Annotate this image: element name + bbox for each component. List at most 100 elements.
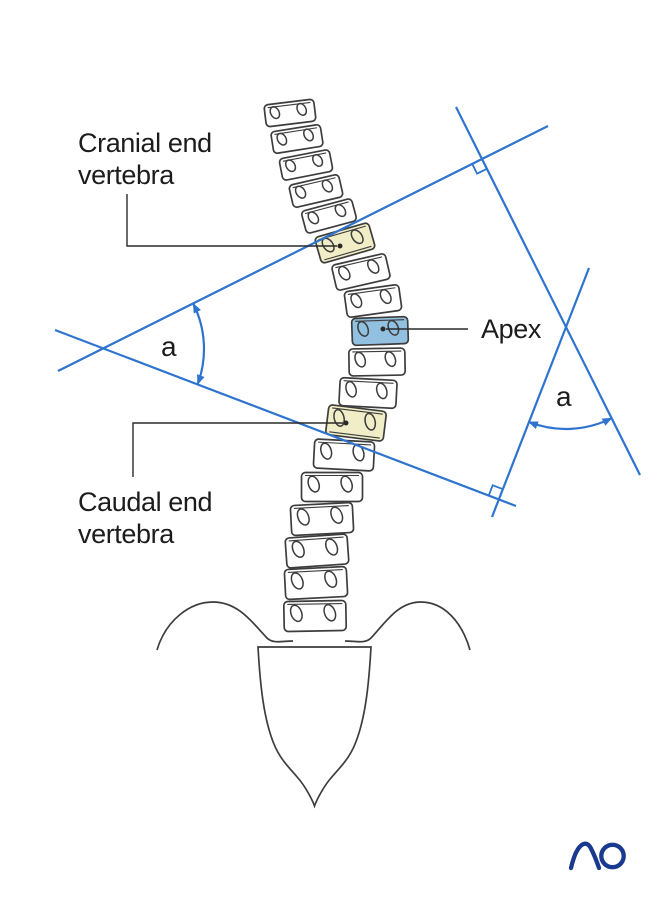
pedicle-oval bbox=[357, 320, 370, 337]
pedicle-oval bbox=[324, 570, 338, 588]
cranial-leader-dot bbox=[337, 243, 343, 249]
pedicle-oval bbox=[269, 106, 281, 120]
perpendicular-line-upper bbox=[455, 106, 641, 476]
pedicle-oval bbox=[334, 203, 347, 218]
caudal-endplate-line bbox=[54, 328, 517, 508]
pedicle-oval bbox=[324, 538, 339, 556]
pedicle-oval bbox=[294, 185, 307, 199]
vertebra bbox=[289, 501, 355, 537]
pedicle-oval bbox=[307, 475, 321, 493]
pedicle-oval bbox=[296, 508, 310, 526]
angle-arc-left bbox=[192, 302, 206, 385]
endplate-line bbox=[329, 431, 380, 439]
pedicle-oval bbox=[291, 540, 305, 559]
vertebra bbox=[263, 98, 317, 128]
cranial-leader-line bbox=[126, 194, 337, 247]
vertebral-body bbox=[270, 123, 324, 155]
vertebra bbox=[338, 376, 398, 410]
ao-logo-letter-o bbox=[599, 842, 626, 870]
pedicle-oval bbox=[350, 293, 363, 309]
endplate-line bbox=[293, 505, 349, 510]
pelvis-outline bbox=[156, 601, 471, 809]
pedicle-oval bbox=[330, 506, 344, 524]
vertebral-body bbox=[338, 376, 398, 410]
vertebral-body bbox=[300, 198, 358, 234]
pedicle-oval bbox=[284, 159, 297, 173]
angle-letter-right: a bbox=[556, 381, 572, 412]
perpendicular-line-lower bbox=[490, 267, 591, 518]
vertebra bbox=[331, 253, 391, 291]
pedicle-oval bbox=[307, 211, 320, 225]
endplate-line bbox=[287, 569, 343, 574]
endplate-line bbox=[352, 350, 402, 353]
endplate-line bbox=[355, 319, 405, 322]
vertebra bbox=[283, 565, 349, 601]
caudal-leader-dot bbox=[343, 420, 349, 426]
pedicle-oval bbox=[321, 179, 334, 193]
pedicle-oval bbox=[289, 604, 303, 623]
pedicle-oval bbox=[354, 351, 367, 368]
apex-label: Apex bbox=[481, 314, 542, 344]
right-angle-marker-upper bbox=[471, 163, 488, 175]
apex-vertebra bbox=[350, 315, 410, 347]
caudal-label-line1: Caudal end bbox=[78, 487, 212, 517]
vertebral-body bbox=[278, 149, 334, 181]
caudal-end-vertebra bbox=[324, 404, 388, 442]
vertebra bbox=[312, 438, 376, 472]
angle-arc-right bbox=[527, 417, 613, 431]
cranial-label-line2: vertebra bbox=[78, 160, 175, 190]
pedicle-oval bbox=[350, 229, 364, 245]
vertebra bbox=[343, 283, 403, 319]
pedicle-oval bbox=[323, 603, 337, 622]
cobb-measurement-lines bbox=[54, 106, 641, 518]
vertebral-body bbox=[343, 283, 403, 319]
pedicle-oval bbox=[345, 380, 357, 398]
endplate-line bbox=[332, 407, 383, 415]
ao-logo-letter-a bbox=[568, 841, 602, 871]
cranial-label-line1: Cranial end bbox=[78, 128, 212, 158]
pedicle-oval bbox=[276, 132, 288, 146]
right-angle-marker-lower bbox=[487, 484, 504, 496]
iliac-wing-left bbox=[156, 601, 294, 651]
vertebra bbox=[284, 533, 350, 569]
endplate-line bbox=[335, 256, 383, 269]
ao-logo bbox=[568, 841, 626, 871]
spine bbox=[263, 98, 410, 633]
endplate-line bbox=[287, 602, 343, 606]
endplate-line bbox=[347, 287, 396, 295]
endplate-line bbox=[318, 441, 372, 446]
iliac-wing-right bbox=[344, 601, 471, 651]
endplate-line bbox=[288, 536, 344, 542]
vertebra bbox=[282, 599, 348, 633]
pedicle-oval bbox=[384, 351, 397, 368]
apex-leader-dot bbox=[380, 326, 386, 332]
endplate-line bbox=[324, 245, 372, 261]
vertebra bbox=[270, 123, 324, 155]
pedicle-oval bbox=[302, 128, 315, 142]
vertebra bbox=[347, 347, 407, 377]
leader-lines bbox=[126, 194, 468, 477]
angle-letter-left: a bbox=[161, 331, 177, 362]
vertebra bbox=[300, 198, 358, 234]
caudal-label-line2: vertebra bbox=[78, 519, 175, 549]
sacrum bbox=[257, 646, 372, 809]
endplate-line bbox=[343, 380, 394, 384]
vertebra bbox=[288, 174, 344, 208]
pedicle-oval bbox=[311, 154, 324, 167]
pedicle-oval bbox=[320, 442, 333, 460]
pedicle-oval bbox=[366, 259, 380, 274]
pedicle-oval bbox=[338, 265, 351, 281]
labels: Cranial end vertebra Caudal end vertebra… bbox=[78, 128, 572, 549]
vertebral-body bbox=[284, 533, 350, 569]
vertebral-body bbox=[288, 174, 344, 208]
pedicle-oval bbox=[340, 475, 353, 493]
caudal-leader-line bbox=[132, 422, 343, 477]
vertebral-body bbox=[331, 253, 391, 291]
pedicle-oval bbox=[290, 572, 304, 590]
vertebra bbox=[278, 149, 334, 181]
vertebra bbox=[300, 471, 364, 503]
pedicle-oval bbox=[296, 102, 308, 116]
pedicle-oval bbox=[375, 382, 388, 400]
